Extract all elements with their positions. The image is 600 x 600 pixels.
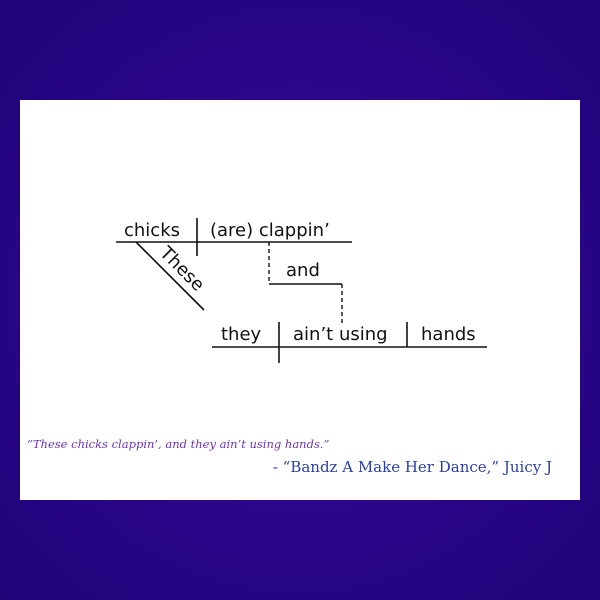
conjunction-word: and (286, 260, 320, 281)
object2-word: hands (421, 324, 476, 345)
attribution-text: - “Bandz A Make Her Dance,” Juicy J (272, 458, 552, 476)
modifier-slant (135, 241, 205, 311)
quote-text: “These chicks clappin’, and they ain’t u… (27, 437, 330, 451)
verb2-word: ain’t using (293, 324, 388, 345)
verb-word: (are) clappin’ (210, 220, 330, 241)
subject2-word: they (221, 324, 262, 345)
subject-word: chicks (124, 220, 180, 241)
diagram-card (20, 100, 580, 500)
